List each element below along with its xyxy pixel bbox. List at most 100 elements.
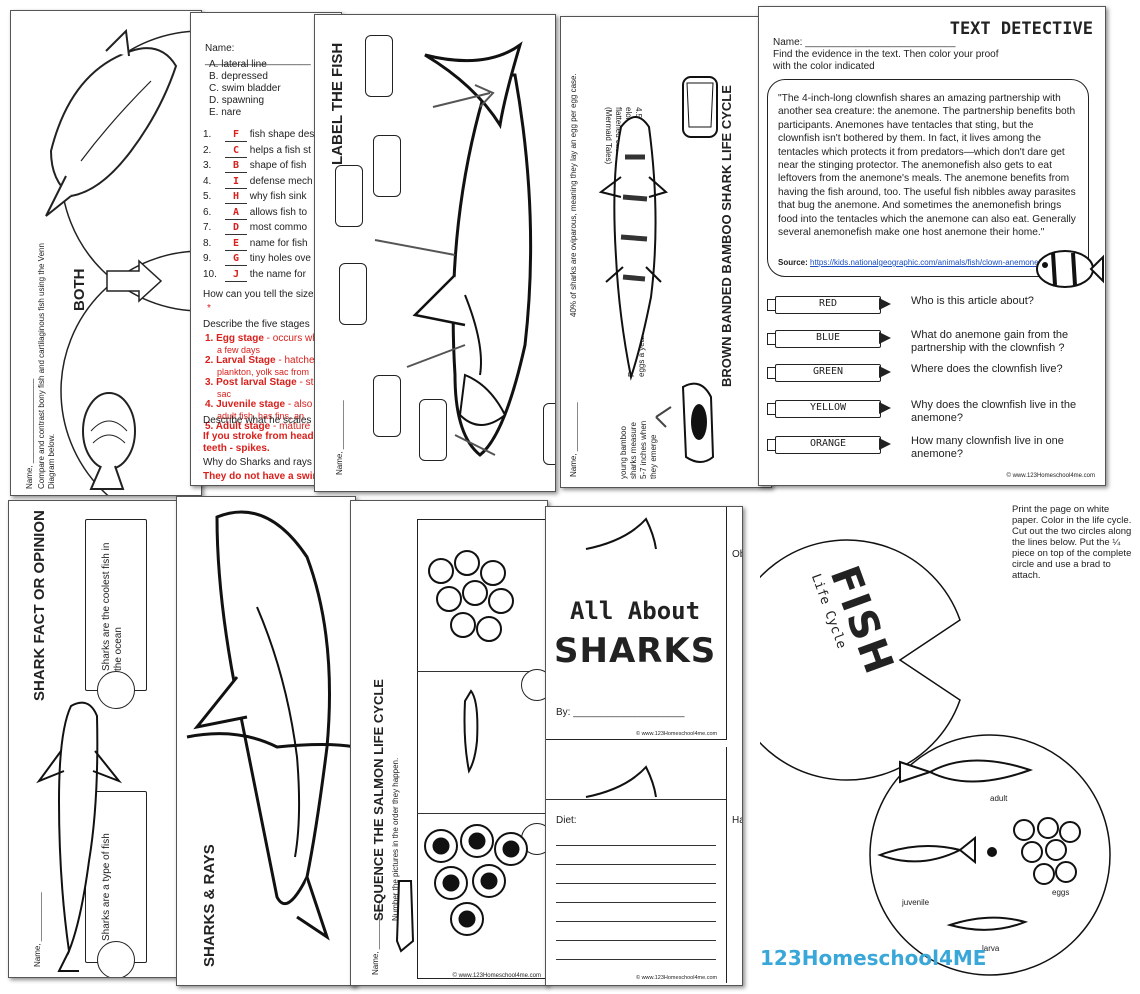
number-circle[interactable] [521,669,547,701]
matching-question: 6. A allows fish to [203,206,341,223]
crayon-orange: ORANGE [767,433,895,455]
picture-column [417,519,546,979]
venn-instructions: Compare and contrast bony fish and carti… [37,243,56,489]
writing-line[interactable] [556,865,716,884]
habitat-label: Ha [732,815,742,826]
word-bank-item: A. lateral line [209,59,267,70]
adult-label: adult [990,794,1008,803]
stage-label: 3. Post larval Stage [205,377,297,388]
stage-item: 5. Adult stage - mature [205,421,341,433]
question-number: 4. [203,175,212,187]
question-number: 10. [203,268,217,280]
source-line: Source: https://kids.nationalgeographic.… [778,258,1053,268]
writing-line[interactable] [556,846,716,865]
detective-name[interactable]: Name: ___________________________ [773,37,956,48]
crayon-label: GREEN [812,366,844,377]
word-bank: A. lateral line B. depressed C. swim bla… [209,59,281,119]
label-box[interactable] [339,263,367,325]
text-detective-worksheet: TEXT DETECTIVE Name: ___________________… [758,6,1106,486]
answer-blank[interactable]: B [225,160,247,173]
fish-life-cycle-wheel: Print the page on white paper. Color in … [760,500,1140,994]
word-bank-item: C. swim bladder [209,83,281,94]
label-box[interactable] [365,35,393,97]
diet-page [546,747,727,983]
matching-question: 1.F fish shape des [203,129,341,145]
answer-blank[interactable]: F [225,129,247,142]
fact-opinion-worksheet: SHARK FACT OR OPINION Name, ___________ … [8,500,182,978]
both-label: BOTH [71,268,88,312]
answer-circle[interactable] [97,671,135,709]
page-rule [546,799,726,800]
scales-question: Describe what he scales [203,415,312,426]
size-answer: * [207,303,211,314]
word-bank-item: E. nare [209,107,242,118]
statement-box [85,519,147,691]
question-number: 8. [203,237,212,249]
diet-lines[interactable] [556,827,716,960]
clownfish-drawing [1036,250,1104,288]
answer-blank[interactable]: H [225,191,247,204]
crayon-question: Why does the clownfish live in the anemo… [911,399,1077,424]
rays-answer: They do not have a swim [203,471,322,482]
venn-name-line[interactable]: Name, ___________________ [25,378,34,489]
answer-blank[interactable]: J [225,269,247,282]
question-text: defense mech [249,175,313,187]
stage-line2: plankton, yolk sac from [217,367,310,377]
matching-question: 10.J the name for [203,268,341,285]
answer-blank[interactable]: I [225,176,247,189]
question-text: tiny holes ove [249,253,311,264]
salmon-sequence-worksheet: SEQUENCE THE SALMON LIFE CYCLE Number th… [350,500,548,986]
answer-blank[interactable]: E [225,238,247,251]
question-text: name for fish [249,237,308,249]
shark-drawing [36,701,123,972]
stage-rest: - occurs wh [263,333,318,344]
question-text: fish shape des [249,129,315,140]
booklet-by-line[interactable]: By: ____________________ [556,707,685,718]
crayon-label: YELLOW [809,402,847,413]
writing-line[interactable] [556,903,716,922]
stage-line2: sac [217,389,232,399]
question-text: helps a fish st [249,144,311,156]
label-box[interactable] [543,403,555,465]
answer-blank[interactable]: G [225,253,247,266]
question-text: shape of fish [249,160,307,171]
writing-line[interactable] [556,922,716,941]
answer-blank[interactable]: C [225,145,247,158]
booklet-title-top: All About [570,597,701,625]
answer-blank[interactable]: A [225,207,247,220]
answer-blank[interactable]: D [225,222,247,235]
stage-line2: adult fish, has fins, an [217,411,305,421]
tuna-drawing [374,41,533,457]
venn-worksheet: BOTH Name, ___________________ Compare a… [10,10,202,496]
divider [417,813,545,814]
stage-label: 5. Adult stage [205,421,271,432]
label-box[interactable] [419,399,447,461]
crayon-question: Where does the clownfish live? [911,363,1063,375]
wheel-drawing [760,539,1111,976]
label-box[interactable] [335,165,363,227]
stage-line2: a few days [217,345,261,355]
question-number: 2. [203,144,212,156]
crayon-label: BLUE [815,332,841,343]
question-number: 6. [203,206,212,218]
label-box[interactable] [373,135,401,197]
label-fish-worksheet: LABEL THE FISH Name, ___________ [314,14,556,492]
scales-answer-2: teeth - spikes. [203,443,270,454]
shark-fin-icon [585,765,657,798]
source-label: Source: [778,258,811,267]
fish-parts-name[interactable]: Name: ___________________ [205,43,311,66]
crayon-label: RED [818,298,838,309]
label-box[interactable] [373,375,401,437]
writing-line[interactable] [556,941,716,960]
answer-circle[interactable] [97,941,135,977]
bamboo-shark-worksheet: 40% of sharks are oviparous, meaning the… [560,16,772,488]
writing-line[interactable] [556,884,716,903]
bamboo-shark-drawing [598,76,718,463]
writing-line[interactable] [556,827,716,846]
source-link[interactable]: https://kids.nationalgeographic.com/anim… [810,258,1054,267]
stages-question: Describe the five stages [203,319,310,330]
logo-text: 123Homeschool4ME [760,946,987,970]
sharks-rays-worksheet: SHARKS & RAYS [176,496,356,986]
question-text: allows fish to [249,206,308,218]
